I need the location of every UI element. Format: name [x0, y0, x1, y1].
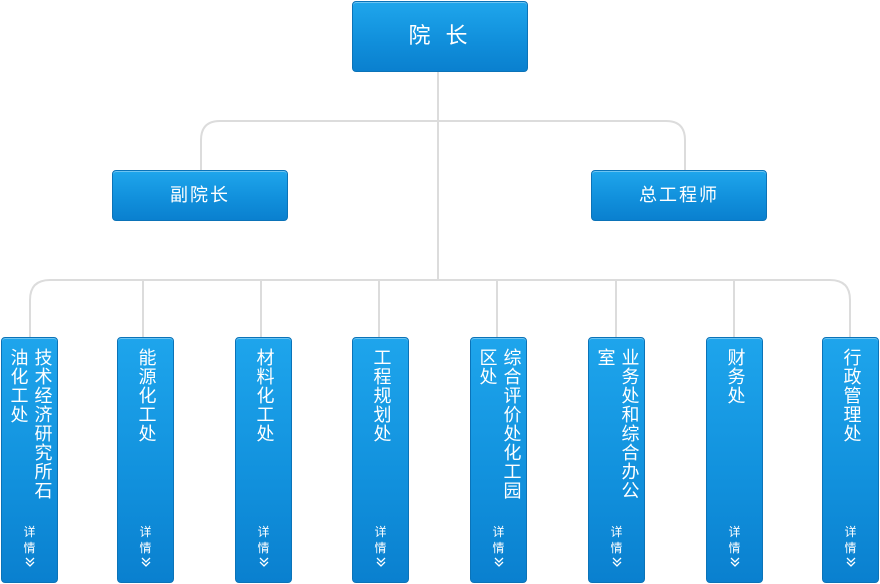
deputy-director-box[interactable]: 副院长 [112, 170, 288, 221]
detail-label: 详情 [728, 525, 741, 555]
detail-label: 详情 [257, 525, 270, 555]
detail-label: 详情 [23, 525, 36, 555]
detail-label: 详情 [139, 525, 152, 555]
double-chevron-down-icon [376, 557, 385, 567]
detail-label: 详情 [492, 525, 505, 555]
double-chevron-down-icon [612, 557, 621, 567]
detail-label: 详情 [844, 525, 857, 555]
deputy-director-label: 副院长 [170, 185, 230, 206]
department-label: 材料化工处 [253, 348, 275, 443]
department-card-2[interactable]: 能源化工处 详情 [117, 337, 174, 583]
department-label: 技术经济研究所石油化工处 [7, 348, 53, 500]
double-chevron-down-icon [494, 557, 503, 567]
chief-engineer-box[interactable]: 总工程师 [591, 170, 767, 221]
detail-link[interactable]: 详情 [707, 524, 762, 568]
head-label: 院 长 [408, 24, 472, 49]
department-card-1[interactable]: 技术经济研究所石油化工处 详情 [1, 337, 58, 583]
department-label: 工程规划处 [370, 348, 392, 443]
department-card-4[interactable]: 工程规划处 详情 [352, 337, 409, 583]
double-chevron-down-icon [25, 557, 34, 567]
department-label: 能源化工处 [135, 348, 157, 443]
detail-link[interactable]: 详情 [353, 524, 408, 568]
department-card-5[interactable]: 综合评价处化工园区处 详情 [470, 337, 527, 583]
detail-link[interactable]: 详情 [589, 524, 644, 568]
department-card-3[interactable]: 材料化工处 详情 [235, 337, 292, 583]
chief-engineer-label: 总工程师 [639, 185, 719, 206]
detail-link[interactable]: 详情 [2, 524, 57, 568]
head-box[interactable]: 院 长 [352, 1, 528, 72]
department-label: 综合评价处化工园区处 [476, 348, 522, 500]
detail-link[interactable]: 详情 [236, 524, 291, 568]
double-chevron-down-icon [730, 557, 739, 567]
department-card-6[interactable]: 业务处和综合办公室 详情 [588, 337, 645, 583]
detail-link[interactable]: 详情 [118, 524, 173, 568]
detail-label: 详情 [610, 525, 623, 555]
double-chevron-down-icon [141, 557, 150, 567]
department-card-7[interactable]: 财务处 详情 [706, 337, 763, 583]
detail-label: 详情 [374, 525, 387, 555]
department-label: 业务处和综合办公室 [594, 348, 640, 500]
detail-link[interactable]: 详情 [471, 524, 526, 568]
detail-link[interactable]: 详情 [823, 524, 878, 568]
department-label: 财务处 [724, 348, 746, 405]
double-chevron-down-icon [259, 557, 268, 567]
department-card-8[interactable]: 行政管理处 详情 [822, 337, 879, 583]
department-label: 行政管理处 [840, 348, 862, 443]
double-chevron-down-icon [846, 557, 855, 567]
